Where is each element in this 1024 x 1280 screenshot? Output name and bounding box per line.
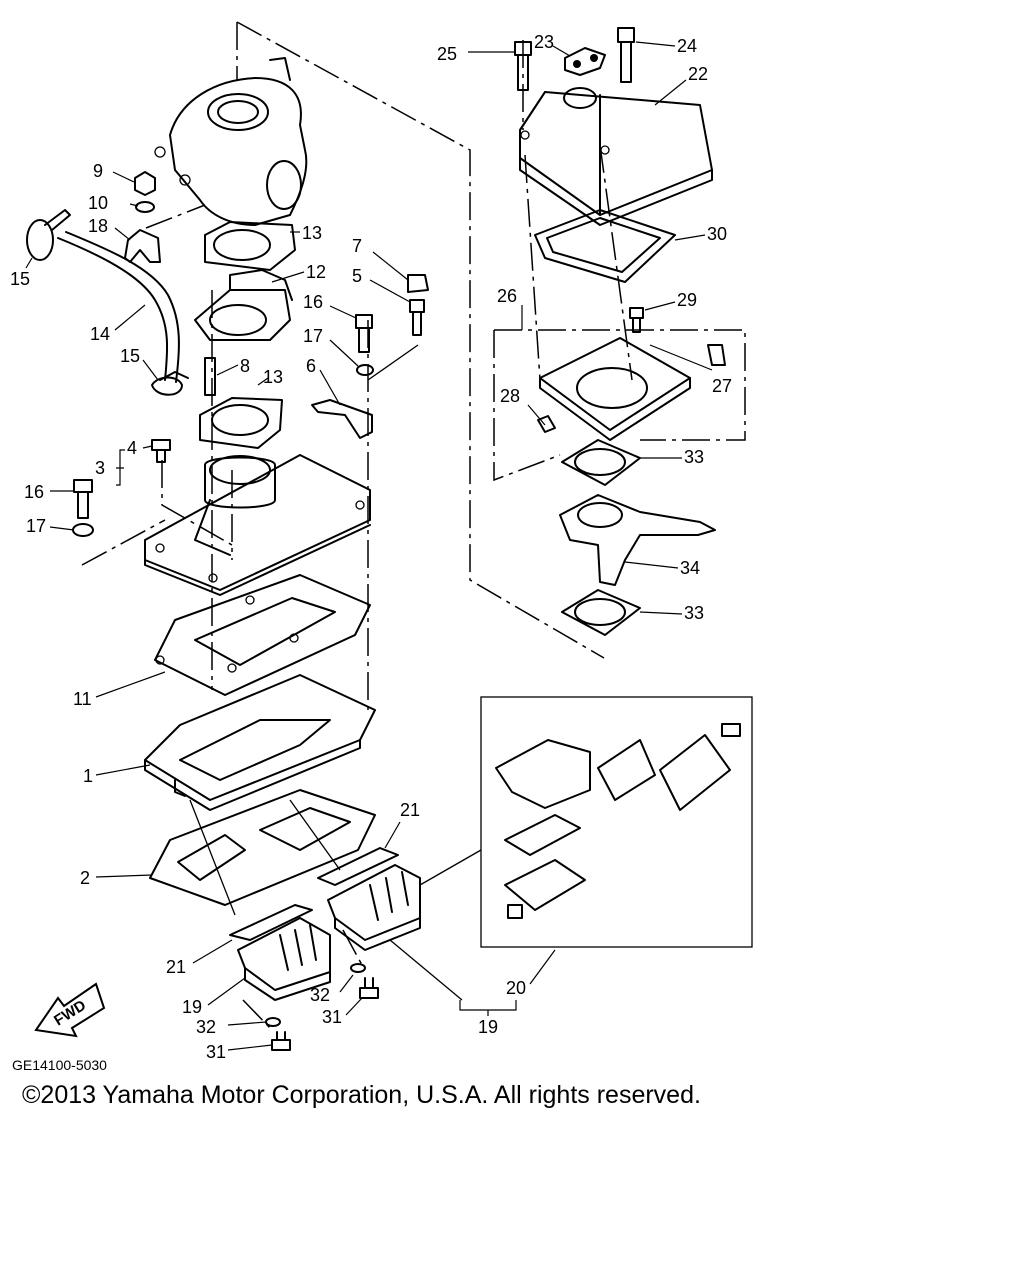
callout-24: 24: [677, 36, 697, 56]
callout-23: 23: [534, 32, 554, 52]
callout-1: 1: [83, 766, 93, 786]
drawing-code: GE14100-5030: [12, 1057, 107, 1073]
gasket-11: [154, 574, 371, 696]
left-small-parts: [26, 171, 189, 396]
copyright-notice: ©2013 Yamaha Motor Corporation, U.S.A. A…: [22, 1081, 701, 1109]
callout-32-right: 32: [310, 985, 330, 1005]
callout-21-right: 21: [400, 800, 420, 820]
callout-labels: 25 23 24 22 30 26 29 27 28 33 34 33 9 10…: [10, 32, 732, 1062]
callout-10: 10: [88, 193, 108, 213]
callout-31-left: 31: [206, 1042, 226, 1062]
intake-gaskets: [194, 221, 296, 449]
callout-25: 25: [437, 44, 457, 64]
callout-13-upper: 13: [302, 223, 322, 243]
manifold-3: [144, 454, 371, 596]
callout-34: 34: [680, 558, 700, 578]
callout-31-right: 31: [322, 1007, 342, 1027]
screws-top: [514, 27, 635, 91]
callout-12: 12: [306, 262, 326, 282]
callout-20: 20: [506, 978, 526, 998]
callout-11: 11: [73, 689, 92, 709]
callout-15-upper: 15: [10, 269, 30, 289]
callout-21-left: 21: [166, 957, 186, 977]
gasket-30: [534, 209, 676, 283]
callout-17-lower: 17: [26, 516, 46, 536]
callout-14: 14: [90, 324, 110, 344]
cover-22: [519, 87, 713, 226]
callout-15-lower: 15: [120, 346, 140, 366]
callout-5: 5: [352, 266, 362, 286]
cylinder: [154, 57, 308, 226]
callout-19-right: 19: [478, 1017, 498, 1037]
callout-13-lower: 13: [263, 367, 283, 387]
reed-assembly-left: [229, 904, 331, 1001]
plate-1: [144, 674, 376, 811]
callout-9: 9: [93, 161, 103, 181]
callout-4: 4: [127, 438, 137, 458]
plate-26: [494, 307, 746, 441]
callout-3: 3: [95, 458, 105, 478]
callout-2: 2: [80, 868, 90, 888]
callout-27: 27: [712, 376, 732, 396]
inset-box-20: [389, 696, 753, 1001]
fwd-arrow-icon: FWD: [34, 982, 106, 1038]
callout-16-lower: 16: [24, 482, 44, 502]
reed-assembly-right: [317, 847, 421, 951]
left-bolts: [72, 439, 171, 537]
callout-17-upper: 17: [303, 326, 323, 346]
right-small-parts: [311, 274, 429, 439]
callout-28: 28: [500, 386, 520, 406]
callout-16-upper: 16: [303, 292, 323, 312]
callout-18: 18: [88, 216, 108, 236]
callout-33-upper: 33: [684, 447, 704, 467]
callout-6: 6: [306, 356, 316, 376]
callout-29: 29: [677, 290, 697, 310]
callout-22: 22: [688, 64, 708, 84]
callout-7: 7: [352, 236, 362, 256]
exploded-parts-diagram: FWD: [10, 21, 753, 1073]
callout-30: 30: [707, 224, 727, 244]
gasket-2: [149, 789, 376, 916]
callout-19-left: 19: [182, 997, 202, 1017]
leader-lines: [25, 41, 713, 1051]
callout-26: 26: [497, 286, 517, 306]
callout-33-lower: 33: [684, 603, 704, 623]
callout-32-left: 32: [196, 1017, 216, 1037]
callout-8: 8: [240, 356, 250, 376]
